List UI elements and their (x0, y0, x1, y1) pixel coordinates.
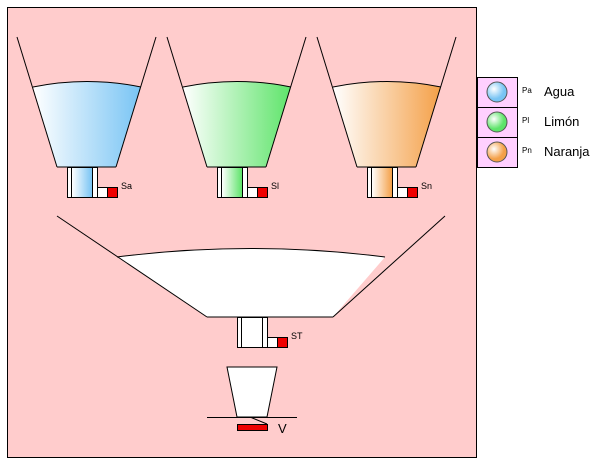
mixer-tank (56, 215, 446, 318)
mixer-valve-actuator[interactable] (277, 337, 288, 348)
tank-liquid (183, 81, 291, 167)
tank-limon (166, 36, 307, 198)
legend-label: Naranja (544, 144, 590, 159)
cup-valve[interactable] (237, 424, 268, 431)
tank-valve-actuator[interactable] (107, 187, 118, 198)
sensor-label-mixer: ST (291, 331, 303, 341)
valve-label-cup: V (278, 421, 287, 436)
sensor-label-limon: Sl (271, 181, 280, 191)
legend-label: Agua (544, 84, 575, 99)
tank-liquid (33, 81, 141, 167)
legend-code: Pn (522, 146, 532, 155)
sensor-label-agua: Sa (121, 181, 133, 191)
tank-naranja (316, 36, 457, 198)
sensor-label-naranja: Sn (421, 181, 433, 191)
tank-liquid (333, 81, 441, 167)
mixer-outlet-pipe (237, 317, 268, 348)
legend-code: Pl (522, 116, 530, 125)
tank-valve-body (97, 187, 108, 198)
agua-pump-indicator[interactable] (486, 81, 508, 103)
tank-valve-actuator[interactable] (407, 187, 418, 198)
tank-valve-actuator[interactable] (257, 187, 268, 198)
tank-valve-body (247, 187, 258, 198)
tank-agua (16, 36, 157, 198)
tank-valve-body (397, 187, 408, 198)
legend-label: Limón (544, 114, 580, 129)
legend-panel (477, 77, 518, 168)
naranja-pump-indicator[interactable] (486, 141, 508, 163)
limon-pump-indicator[interactable] (486, 111, 508, 133)
mixer-valve-body (267, 337, 278, 348)
legend-code: Pa (522, 86, 532, 95)
